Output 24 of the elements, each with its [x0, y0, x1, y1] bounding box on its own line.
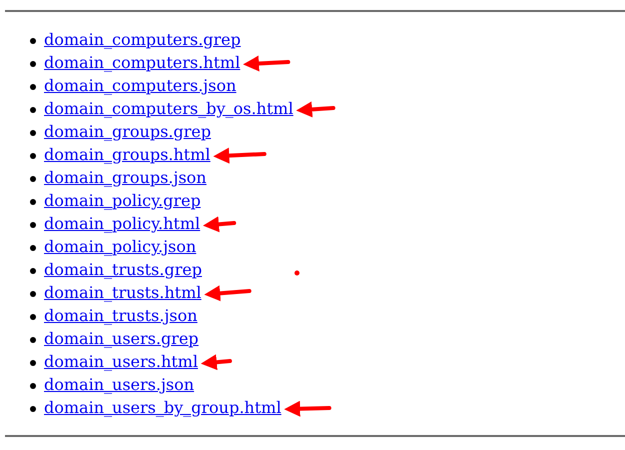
file-link: domain_users.html: [44, 352, 198, 372]
arrow: [200, 354, 232, 370]
file-link: domain_users.json: [44, 375, 194, 395]
arrow: [296, 101, 336, 118]
file-link: domain_users.grep: [44, 329, 199, 349]
arrow: [284, 400, 332, 417]
file-link: domain_computers.html: [44, 53, 240, 73]
file-link: domain_trusts.html: [44, 283, 202, 303]
file-link: domain_computers_by_os.html: [44, 99, 294, 119]
file-link: domain_groups.json: [44, 168, 206, 188]
file-link: domain_trusts.grep: [44, 260, 202, 280]
file-link: domain_groups.html: [44, 145, 210, 165]
file-link: domain_computers.json: [44, 76, 236, 96]
arrow: [204, 285, 252, 302]
file-link: domain_trusts.json: [44, 306, 198, 326]
file-link: domain_groups.grep: [44, 122, 211, 142]
arrow: [202, 216, 236, 232]
file-link: domain_policy.grep: [44, 191, 201, 211]
arrow: [213, 148, 266, 164]
file-link: domain_policy.html: [44, 214, 200, 234]
file-link: domain_policy.json: [44, 237, 196, 257]
arrow: [243, 56, 290, 72]
file-link: domain_computers.grep: [44, 30, 241, 50]
file-link: domain_users_by_group.html: [44, 398, 282, 418]
